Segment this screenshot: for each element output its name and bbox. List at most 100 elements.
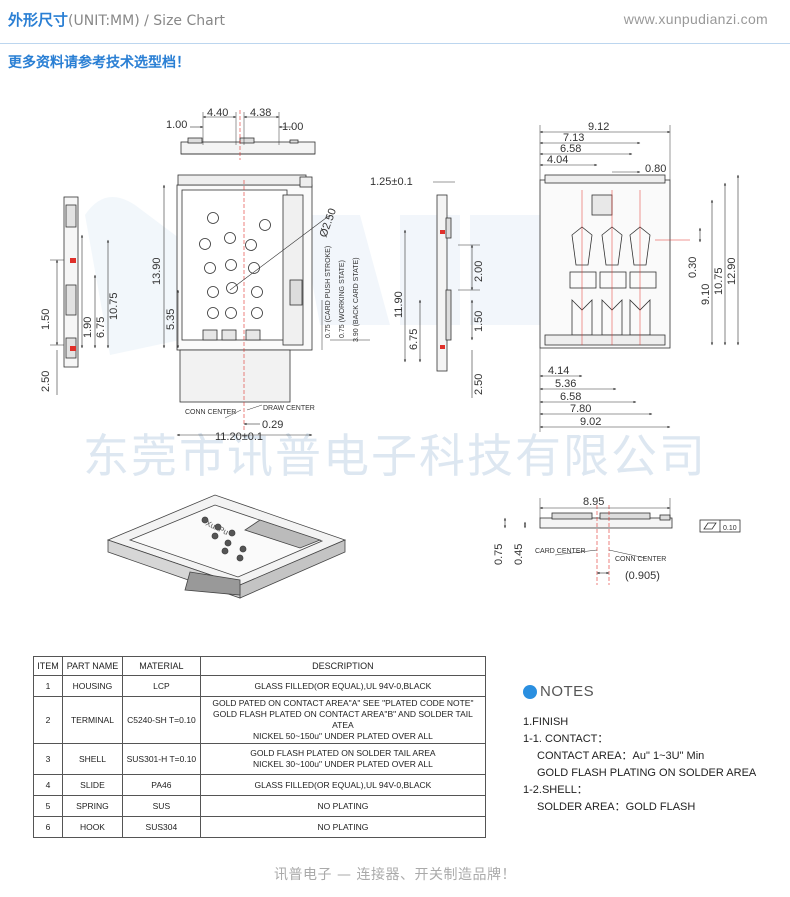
cell-desc: NO PLATING — [199, 795, 487, 817]
dim-bot-045: 0.45 — [513, 544, 525, 565]
col-part-name: PART NAME — [61, 656, 123, 676]
dim-right-902: 9.02 — [580, 416, 601, 428]
page-header: 外形尺寸(UNIT:MM) / Size Chart www.xunpudian… — [0, 0, 790, 44]
label-card-center: CARD CENTER — [535, 548, 586, 555]
dim-front-1120: 11.20±0.1 — [215, 431, 263, 443]
footer-slogan: 讯普电子 — 连接器、开关制造品牌！ — [274, 867, 516, 883]
dim-left-675: 6.75 — [95, 317, 107, 338]
cell-desc: NO PLATING — [199, 816, 487, 838]
dim-bot-075: 0.75 — [493, 544, 505, 565]
dim-top-1: 1.00 — [166, 119, 187, 131]
dim-left-190: 1.90 — [82, 317, 94, 338]
dim-top-4: 1.00 — [282, 121, 303, 133]
cell-item: 2 — [33, 696, 63, 744]
label-conn-center: CONN CENTER — [185, 409, 236, 416]
dim-front-1390: 13.90 — [151, 257, 163, 285]
dim-front-push: 0.75 (CARD PUSH STROKE) — [325, 246, 332, 338]
dim-front-029: 0.29 — [262, 419, 283, 431]
bottom-profile-view — [503, 498, 741, 585]
isometric-3d-view: XunPu — [106, 494, 347, 599]
cell-part: SPRING — [61, 795, 123, 817]
cell-part: HOOK — [61, 816, 123, 838]
dim-right-404: 4.04 — [547, 154, 568, 166]
table-row: 3 SHELL SUS301-H T=0.10 GOLD FLASH PLATE… — [33, 743, 487, 775]
dim-right-910: 9.10 — [700, 284, 712, 305]
cell-desc: GOLD PATED ON CONTACT AREA"A" SEE "PLATE… — [199, 696, 487, 744]
cell-part: TERMINAL — [61, 696, 123, 744]
front-main-view — [162, 174, 370, 437]
table-row: 1 HOUSING LCP GLASS FILLED(OR EQUAL),UL … — [33, 675, 487, 697]
website-url[interactable]: www.xunpudianzi.com — [623, 11, 768, 27]
dim-front-535: 5.35 — [165, 309, 177, 330]
dim-mid-1190: 11.90 — [393, 291, 405, 318]
dim-mid-200: 2.00 — [473, 261, 485, 282]
cell-material: C5240-SH T=0.10 — [121, 696, 201, 744]
cell-material: SUS — [121, 795, 201, 817]
header-divider — [0, 43, 790, 44]
cell-item: 4 — [33, 774, 63, 796]
dim-right-030: 0.30 — [687, 257, 699, 278]
dim-right-658: 6.58 — [560, 143, 581, 155]
dim-right-713: 7.13 — [563, 132, 584, 144]
dim-top-3: 4.38 — [250, 107, 271, 119]
dim-mid-125: 1.25±0.1 — [370, 176, 413, 188]
cell-material: LCP — [121, 675, 201, 697]
table-header-row: ITEM PART NAME MATERIAL DESCRIPTION — [33, 656, 487, 676]
dim-bot-flat: 0.10 — [723, 525, 737, 532]
cell-desc: GLASS FILLED(OR EQUAL),UL 94V-0,BLACK — [199, 774, 487, 796]
cell-material: SUS301-H T=0.10 — [121, 743, 201, 775]
top-profile-view — [180, 110, 316, 160]
table-row: 5 SPRING SUS NO PLATING — [33, 795, 487, 817]
parts-table: ITEM PART NAME MATERIAL DESCRIPTION 1 HO… — [33, 656, 487, 838]
notes-title: NOTES — [540, 683, 595, 700]
label-conn-center-bottom: CONN CENTER — [615, 556, 666, 563]
dim-bot-895: 8.95 — [583, 496, 604, 508]
cell-desc: GLASS FILLED(OR EQUAL),UL 94V-0,BLACK — [199, 675, 487, 697]
middle-side-view — [403, 181, 480, 398]
note-line: GOLD FLASH PLATING ON SOLDER AREA — [537, 767, 757, 779]
table-row: 6 HOOK SUS304 NO PLATING — [33, 816, 487, 838]
watermark-company: 东莞市讯普电子科技有限公司 — [83, 429, 707, 483]
dim-mid-675: 6.75 — [408, 329, 420, 350]
dim-right-1290: 12.90 — [726, 257, 738, 285]
note-line: 1-2.SHELL： — [523, 784, 588, 796]
notes-header: NOTES — [523, 683, 783, 700]
col-material: MATERIAL — [121, 656, 201, 676]
dim-right-780: 7.80 — [570, 403, 591, 415]
dim-right-912: 9.12 — [588, 121, 609, 133]
dim-left-250: 2.50 — [40, 371, 52, 392]
left-side-view — [50, 196, 110, 395]
note-line: 1-1. CONTACT： — [523, 733, 609, 745]
note-line: 1.FINISH — [523, 716, 569, 728]
cell-item: 5 — [33, 795, 63, 817]
cell-material: PA46 — [121, 774, 201, 796]
title-cn: 外形尺寸 — [8, 11, 69, 29]
subtitle-link[interactable]: 更多资料请参考技术选型档！ — [8, 55, 190, 71]
dim-right-414: 4.14 — [548, 365, 569, 377]
cell-item: 3 — [33, 743, 63, 775]
cell-item: 6 — [33, 816, 63, 838]
dim-bot-0905: (0.905) — [625, 570, 660, 582]
cell-material: SUS304 — [121, 816, 201, 838]
dim-left-150: 1.50 — [40, 309, 52, 330]
label-draw-center: DRAW CENTER — [263, 405, 315, 412]
dim-right-536: 5.36 — [555, 378, 576, 390]
dim-right-658b: 6.58 — [560, 391, 581, 403]
cell-item: 1 — [33, 675, 63, 697]
note-line: CONTACT AREA：Au" 1~3U" Min — [537, 750, 705, 762]
dim-left-1075: 10.75 — [108, 292, 120, 320]
table-row: 2 TERMINAL C5240-SH T=0.10 GOLD PATED ON… — [33, 696, 487, 744]
table-row: 4 SLIDE PA46 GLASS FILLED(OR EQUAL),UL 9… — [33, 774, 487, 796]
cell-part: SLIDE — [61, 774, 123, 796]
cell-part: SHELL — [61, 743, 123, 775]
col-item: ITEM — [33, 656, 63, 676]
title-en: (UNIT:MM) / Size Chart — [68, 13, 225, 29]
notes-bullet-icon — [523, 684, 537, 699]
dim-top-2: 4.40 — [207, 107, 228, 119]
notes-panel: NOTES 1.FINISH 1-1. CONTACT： CONTACT ARE… — [523, 683, 783, 816]
dim-front-work: 0.75 (WORKING STATE) — [339, 260, 346, 338]
dim-right-080: 0.80 — [645, 163, 666, 175]
dim-mid-150: 1.50 — [473, 311, 485, 332]
right-bottom-view — [539, 125, 740, 432]
cell-part: HOUSING — [61, 675, 123, 697]
